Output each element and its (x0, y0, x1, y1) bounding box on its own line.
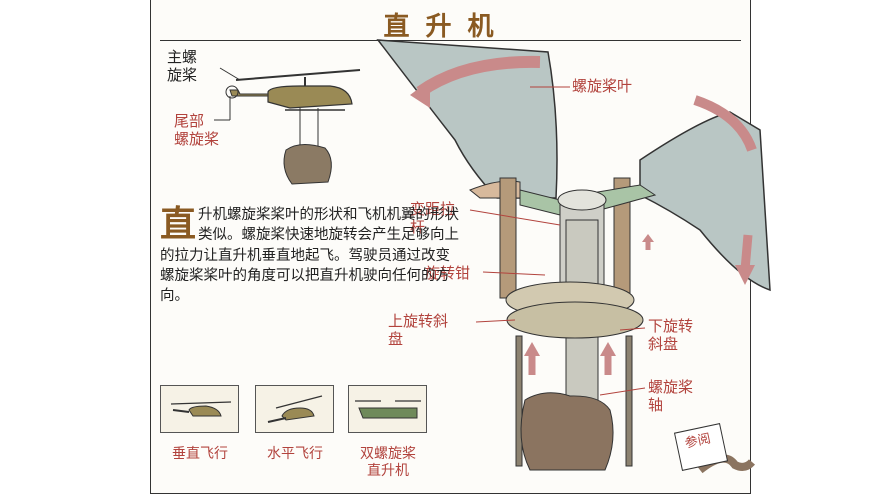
label-rotor-shaft: 螺旋桨 轴 (648, 378, 694, 414)
title-rule (160, 40, 741, 41)
see-also-tag (673, 423, 729, 471)
label-pitch-rod: 变距拉 杆 (410, 200, 456, 236)
helicopter-icon (355, 400, 421, 419)
description-paragraph: 直升机螺旋桨桨叶的形状和飞机机翼的形状类似。螺旋桨快速地旋转会产生足够向上的拉力… (160, 205, 460, 306)
rotation-arrow-right (693, 95, 757, 152)
label-upper-swashplate: 上旋转斜 盘 (388, 312, 449, 348)
caption-twin-rotor: 双螺旋桨 直升机 (360, 446, 416, 479)
thumbnail-vertical-flight (160, 385, 239, 433)
label-main-rotor: 主螺 旋桨 (167, 48, 198, 84)
paragraph-text: 升机螺旋桨桨叶的形状和飞机机翼的形状类似。螺旋桨快速地旋转会产生足够向上的拉力让… (160, 207, 460, 305)
caption-vertical-flight: 垂直飞行 (172, 446, 228, 462)
helicopter-icon (170, 401, 232, 417)
label-rotating-clamp: 旋转钳 (425, 264, 471, 282)
rotation-arrow-top (416, 55, 541, 97)
label-lower-swashplate: 下旋转 斜盘 (648, 317, 694, 353)
thumbnail-twin-rotor (348, 385, 427, 433)
label-tail-rotor: 尾部 螺旋桨 (174, 112, 220, 148)
drop-cap: 直 (160, 203, 197, 245)
label-rotor-blade: 螺旋桨叶 (572, 77, 633, 95)
caption-horizontal-flight: 水平飞行 (267, 446, 323, 462)
diagram-title: 直升机 (383, 12, 510, 42)
helicopter-icon (267, 395, 323, 423)
thumbnail-horizontal-flight (255, 385, 334, 433)
helicopter-illustration (214, 67, 361, 185)
